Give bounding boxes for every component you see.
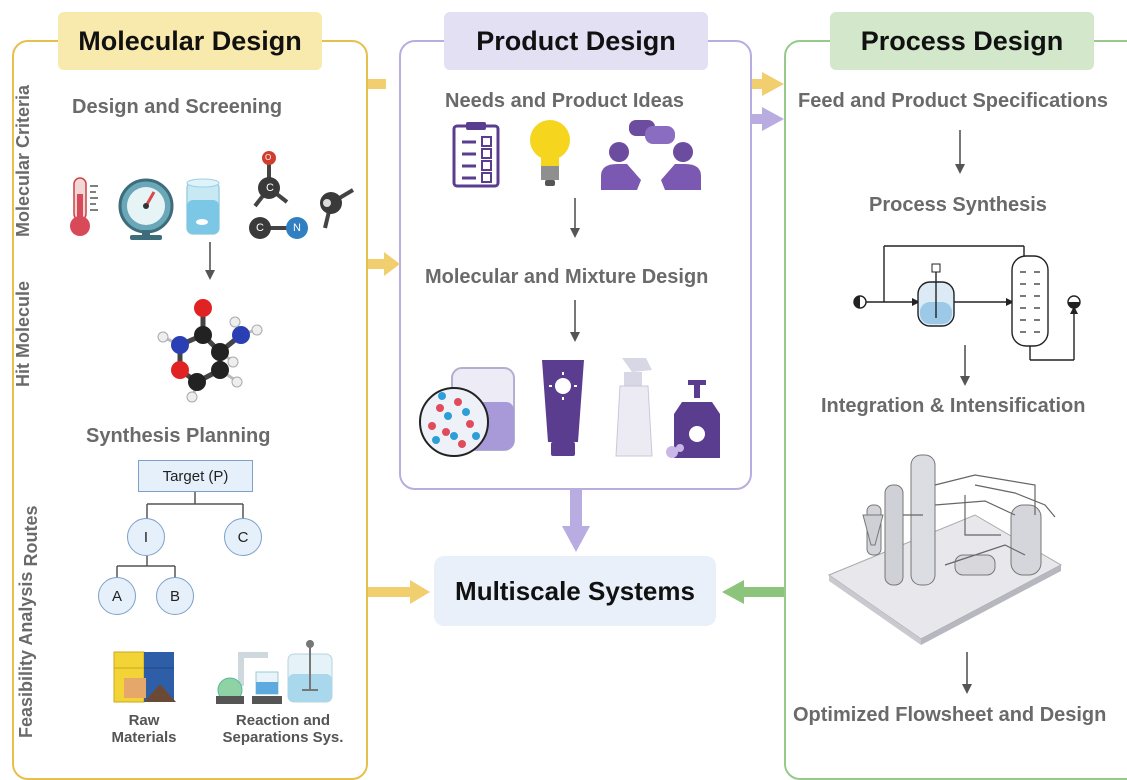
hit-molecule-label: Hit Molecule bbox=[13, 280, 33, 387]
raw-materials-icon bbox=[113, 651, 176, 703]
molecular-design-title: Molecular Design bbox=[58, 12, 322, 70]
process-design-title: Process Design bbox=[830, 12, 1094, 70]
routes-tree-lines bbox=[116, 492, 244, 578]
raw-materials-label: Raw Materials bbox=[111, 712, 177, 746]
tree-node-b: B bbox=[156, 577, 194, 615]
connector-arrows bbox=[205, 72, 972, 694]
mixture-beaker-icon bbox=[419, 367, 515, 457]
design-screening-label: Design and Screening bbox=[72, 96, 283, 118]
discussion-icon bbox=[601, 120, 701, 190]
process-synthesis-label: Process Synthesis bbox=[869, 194, 1047, 216]
atoms-icon bbox=[249, 151, 355, 239]
multiscale-systems-box bbox=[434, 556, 716, 626]
chemical-plant-icon bbox=[827, 454, 1063, 645]
pressure-gauge-icon bbox=[118, 178, 174, 240]
synthesis-planning-label: Synthesis Planning bbox=[86, 425, 271, 447]
hit-molecule-icon bbox=[157, 299, 263, 403]
tree-node-a: A bbox=[98, 577, 136, 615]
spray-bottle-icon bbox=[615, 358, 653, 457]
reaction-separations-icon bbox=[216, 640, 333, 704]
sunscreen-tube-icon bbox=[542, 360, 584, 456]
feasibility-analysis-label: Feasibility Analysis bbox=[16, 571, 36, 738]
tree-node-i: I bbox=[127, 518, 165, 556]
reaction-separations-label: Reaction and Separations Sys. bbox=[222, 712, 344, 746]
soap-dispenser-icon bbox=[666, 380, 720, 458]
multiscale-systems-label: Multiscale Systems bbox=[455, 575, 695, 606]
checklist-icon bbox=[452, 122, 500, 188]
lightbulb-icon bbox=[530, 120, 570, 186]
integration-intensification-label: Integration & Intensification bbox=[821, 395, 1086, 417]
tree-node-target: Target (P) bbox=[138, 460, 253, 492]
atom-o-label: O bbox=[265, 153, 272, 162]
tree-node-c: C bbox=[224, 518, 262, 556]
beaker-icon bbox=[186, 178, 220, 235]
routes-label: Routes bbox=[21, 505, 41, 567]
molecular-criteria-label: Molecular Criteria bbox=[13, 84, 33, 237]
atom-n-label: N bbox=[293, 222, 301, 234]
atom-c-label: C bbox=[266, 182, 274, 194]
feed-product-specs-label: Feed and Product Specifications bbox=[798, 90, 1109, 112]
atom-c2-label: C bbox=[256, 222, 264, 234]
product-design-title: Product Design bbox=[444, 12, 708, 70]
thermometer-icon bbox=[70, 177, 98, 236]
molecular-mixture-design-label: Molecular and Mixture Design bbox=[425, 266, 709, 288]
process-flow-diagram bbox=[853, 245, 1081, 361]
needs-product-ideas-label: Needs and Product Ideas bbox=[445, 90, 684, 112]
optimized-flowsheet-label: Optimized Flowsheet and Design bbox=[793, 704, 1107, 726]
